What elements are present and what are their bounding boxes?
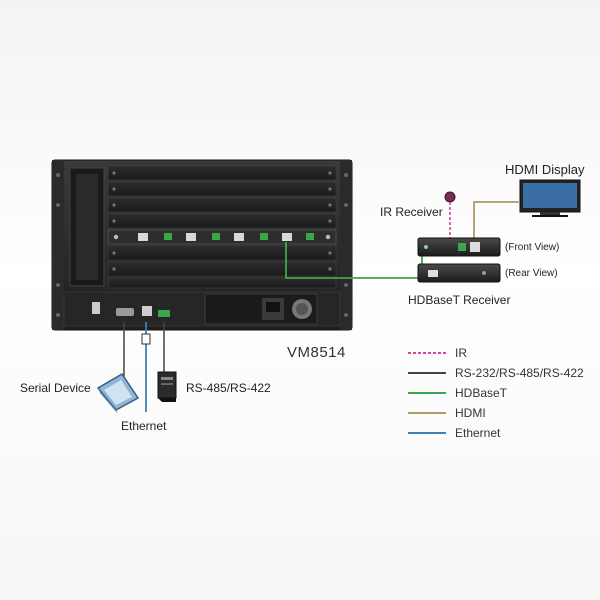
rs485-terminal-icon (158, 310, 170, 317)
hdmi-display-icon (519, 179, 581, 217)
rear-view-label: (Rear View) (505, 268, 558, 279)
vm8514-chassis (51, 159, 353, 331)
ethernet-port-icon (142, 306, 152, 316)
rs485-label: RS-485/RS-422 (186, 381, 271, 395)
ethernet-cable (141, 322, 151, 412)
serial-port-icon (116, 308, 134, 316)
hdbaset-output-card (107, 229, 337, 245)
legend-label-rs232: RS-232/RS-485/RS-422 (455, 366, 584, 380)
power-switch-icon (92, 302, 100, 314)
io-slot-stack (107, 165, 337, 289)
legend-label-hdmi: HDMI (455, 406, 486, 420)
legend-label-ir: IR (455, 346, 467, 360)
legend (408, 352, 446, 434)
serial-device-icon (96, 372, 140, 414)
ir-receiver-label: IR Receiver (380, 205, 443, 219)
serial-device-label: Serial Device (20, 381, 91, 395)
hdbaset-receiver-front (417, 237, 501, 257)
front-view-label: (Front View) (505, 242, 560, 253)
legend-label-hdbaset: HDBaseT (455, 386, 508, 400)
hdmi-cable (473, 201, 520, 242)
model-label: VM8514 (287, 344, 346, 361)
ethernet-label: Ethernet (121, 419, 167, 433)
legend-label-ethernet: Ethernet (455, 426, 501, 440)
rs485-device-icon (157, 371, 177, 402)
hdmi-display-label: HDMI Display (505, 162, 585, 177)
hdbaset-receiver-label: HDBaseT Receiver (408, 293, 511, 307)
hdbaset-receiver-rear (417, 263, 501, 283)
ir-receiver-icon (444, 191, 456, 238)
